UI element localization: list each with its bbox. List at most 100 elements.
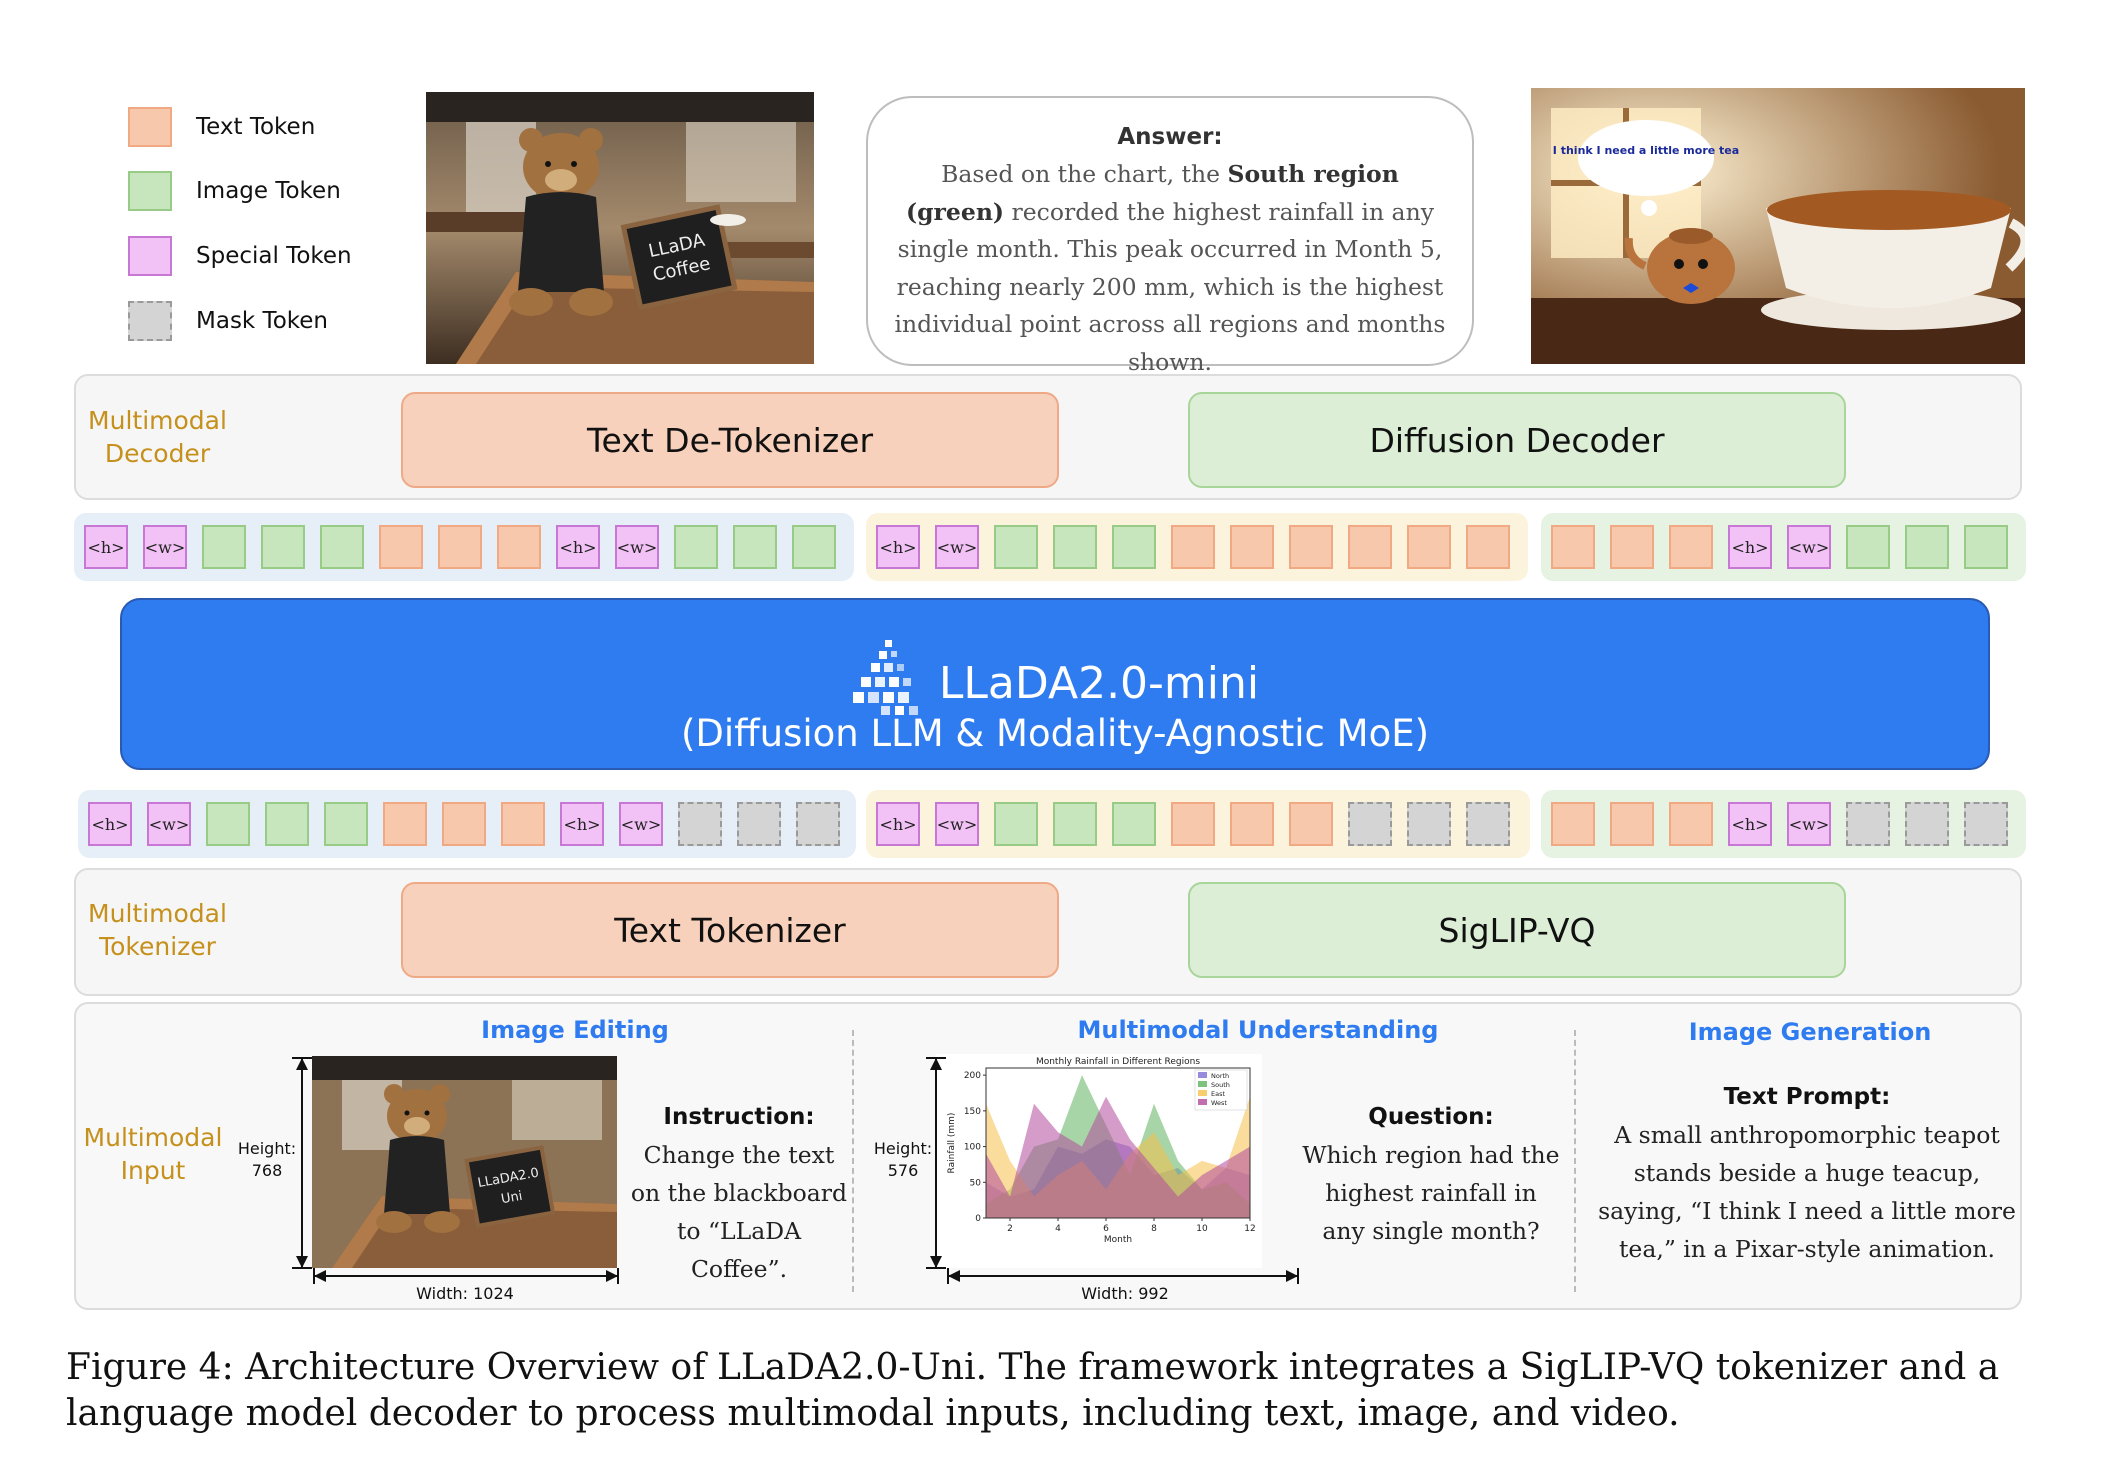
special-token-swatch bbox=[128, 236, 172, 276]
text-token bbox=[1551, 525, 1595, 569]
teapot-image: I think I need a little more tea bbox=[1531, 88, 2025, 364]
text-token bbox=[1171, 525, 1215, 569]
special-token: <w> bbox=[935, 802, 979, 846]
text-token bbox=[1610, 802, 1654, 846]
editing-width-label: Width: 1024 bbox=[416, 1284, 514, 1303]
x-axis-label: Month bbox=[1104, 1235, 1132, 1245]
text-token bbox=[1610, 525, 1654, 569]
image-token bbox=[320, 525, 364, 569]
special-token: <w> bbox=[619, 802, 663, 846]
figure-caption: Figure 4: Architecture Overview of LLaDA… bbox=[66, 1347, 2000, 1434]
legend-special-token: Special Token bbox=[128, 236, 352, 276]
special-token: <h> bbox=[1728, 802, 1772, 846]
height-value: 576 bbox=[887, 1161, 919, 1180]
legend-swatch-south bbox=[1198, 1081, 1207, 1087]
text-token-swatch bbox=[128, 107, 172, 147]
editing-dimension-arrows bbox=[292, 1057, 619, 1284]
mask-token bbox=[1407, 802, 1451, 846]
plot-frame bbox=[985, 1067, 1251, 1219]
mask-token bbox=[1466, 802, 1510, 846]
height-value: 768 bbox=[251, 1161, 283, 1180]
special-token: <h> bbox=[556, 525, 600, 569]
image-token bbox=[1053, 802, 1097, 846]
x-tick-label: 12 bbox=[1244, 1224, 1255, 1234]
question-block: Question: Which region had the highest r… bbox=[1302, 1098, 1560, 1250]
text-token bbox=[1466, 525, 1510, 569]
legend-label: Image Token bbox=[196, 178, 341, 204]
x-tick-label: 4 bbox=[1055, 1224, 1061, 1234]
text-token bbox=[1230, 525, 1274, 569]
legend-mask-token: Mask Token bbox=[128, 301, 328, 341]
multimodal-understanding-title: Multimodal Understanding bbox=[1077, 1016, 1439, 1044]
section-divider bbox=[1574, 1030, 1576, 1292]
encoder-token-strip-generation: <h><w> bbox=[1541, 790, 2026, 858]
image-token bbox=[202, 525, 246, 569]
instruction-text: Change the text on the blackboard to “LL… bbox=[630, 1141, 848, 1283]
image-token bbox=[206, 802, 250, 846]
text-token bbox=[438, 525, 482, 569]
teddy-cafe-image: LLaDA Coffee bbox=[426, 92, 814, 364]
mask-token bbox=[1905, 802, 1949, 846]
text-token bbox=[1407, 525, 1451, 569]
special-token: <h> bbox=[88, 802, 132, 846]
special-token: <h> bbox=[876, 525, 920, 569]
editing-height-label: Height: 768 bbox=[232, 1138, 302, 1182]
special-token: <h> bbox=[560, 802, 604, 846]
legend-swatch-west bbox=[1198, 1099, 1207, 1105]
input-sign-line-2: Uni bbox=[500, 1189, 524, 1207]
mask-token bbox=[1964, 802, 2008, 846]
svg-text:I think I need a little more t: I think I need a little more tea bbox=[1553, 144, 1739, 157]
text-token bbox=[1171, 802, 1215, 846]
y-tick-label: 150 bbox=[964, 1107, 981, 1117]
tokenizer-label: Multimodal Tokenizer bbox=[88, 899, 227, 961]
text-detokenizer: Text De-Tokenizer bbox=[401, 392, 1059, 488]
legend-label-north: North bbox=[1211, 1072, 1229, 1080]
series-area-west bbox=[986, 1096, 1250, 1218]
image-token bbox=[792, 525, 836, 569]
image-generation-title: Image Generation bbox=[1688, 1018, 1932, 1046]
text-token bbox=[1230, 802, 1274, 846]
image-token bbox=[1053, 525, 1097, 569]
special-token: <h> bbox=[876, 802, 920, 846]
text-tokenizer: Text Tokenizer bbox=[401, 882, 1059, 978]
image-editing-title: Image Editing bbox=[481, 1016, 669, 1044]
image-token bbox=[674, 525, 718, 569]
legend-label-east: East bbox=[1211, 1090, 1225, 1098]
input-label: Multimodal Input bbox=[83, 1123, 223, 1185]
mask-token bbox=[678, 802, 722, 846]
teapot-bubble-text: I think I need a little more tea bbox=[1553, 144, 1739, 157]
special-token: <h> bbox=[84, 525, 128, 569]
text-token bbox=[1289, 525, 1333, 569]
image-token bbox=[733, 525, 777, 569]
mask-token-swatch bbox=[128, 301, 172, 341]
diffusion-decoder: Diffusion Decoder bbox=[1188, 392, 1846, 488]
mask-token bbox=[1846, 802, 1890, 846]
image-token bbox=[324, 802, 368, 846]
height-label: Height: bbox=[237, 1139, 297, 1158]
instruction-title: Instruction: bbox=[663, 1104, 815, 1130]
x-tick-label: 10 bbox=[1196, 1224, 1208, 1234]
prompt-title: Text Prompt: bbox=[1723, 1084, 1891, 1110]
text-token bbox=[1669, 525, 1713, 569]
legend-text-token: Text Token bbox=[128, 107, 315, 147]
legend-label: Mask Token bbox=[196, 308, 328, 334]
image-token bbox=[1112, 525, 1156, 569]
answer-text: Based on the chart, the South region (gr… bbox=[890, 156, 1450, 381]
image-token bbox=[1112, 802, 1156, 846]
special-token: <w> bbox=[143, 525, 187, 569]
llada-logo-icon bbox=[851, 640, 921, 727]
height-label: Height: bbox=[873, 1139, 933, 1158]
llm-subtitle: (Diffusion LLM & Modality-Agnostic MoE) bbox=[680, 712, 1430, 755]
llm-block: LLaDA2.0-mini (Diffusion LLM & Modality-… bbox=[120, 598, 1990, 770]
special-token: <w> bbox=[147, 802, 191, 846]
image-token-swatch bbox=[128, 171, 172, 211]
legend-swatch-east bbox=[1198, 1090, 1207, 1096]
image-token bbox=[1905, 525, 1949, 569]
y-tick-label: 100 bbox=[964, 1143, 981, 1153]
prompt-text: A small anthropomorphic teapot stands be… bbox=[1598, 1121, 2016, 1263]
prompt-block: Text Prompt: A small anthropomorphic tea… bbox=[1598, 1078, 2016, 1268]
image-token bbox=[994, 802, 1038, 846]
text-token bbox=[1348, 525, 1392, 569]
image-token bbox=[994, 525, 1038, 569]
decoder-token-strip-generation: <h><w> bbox=[1541, 513, 2026, 581]
